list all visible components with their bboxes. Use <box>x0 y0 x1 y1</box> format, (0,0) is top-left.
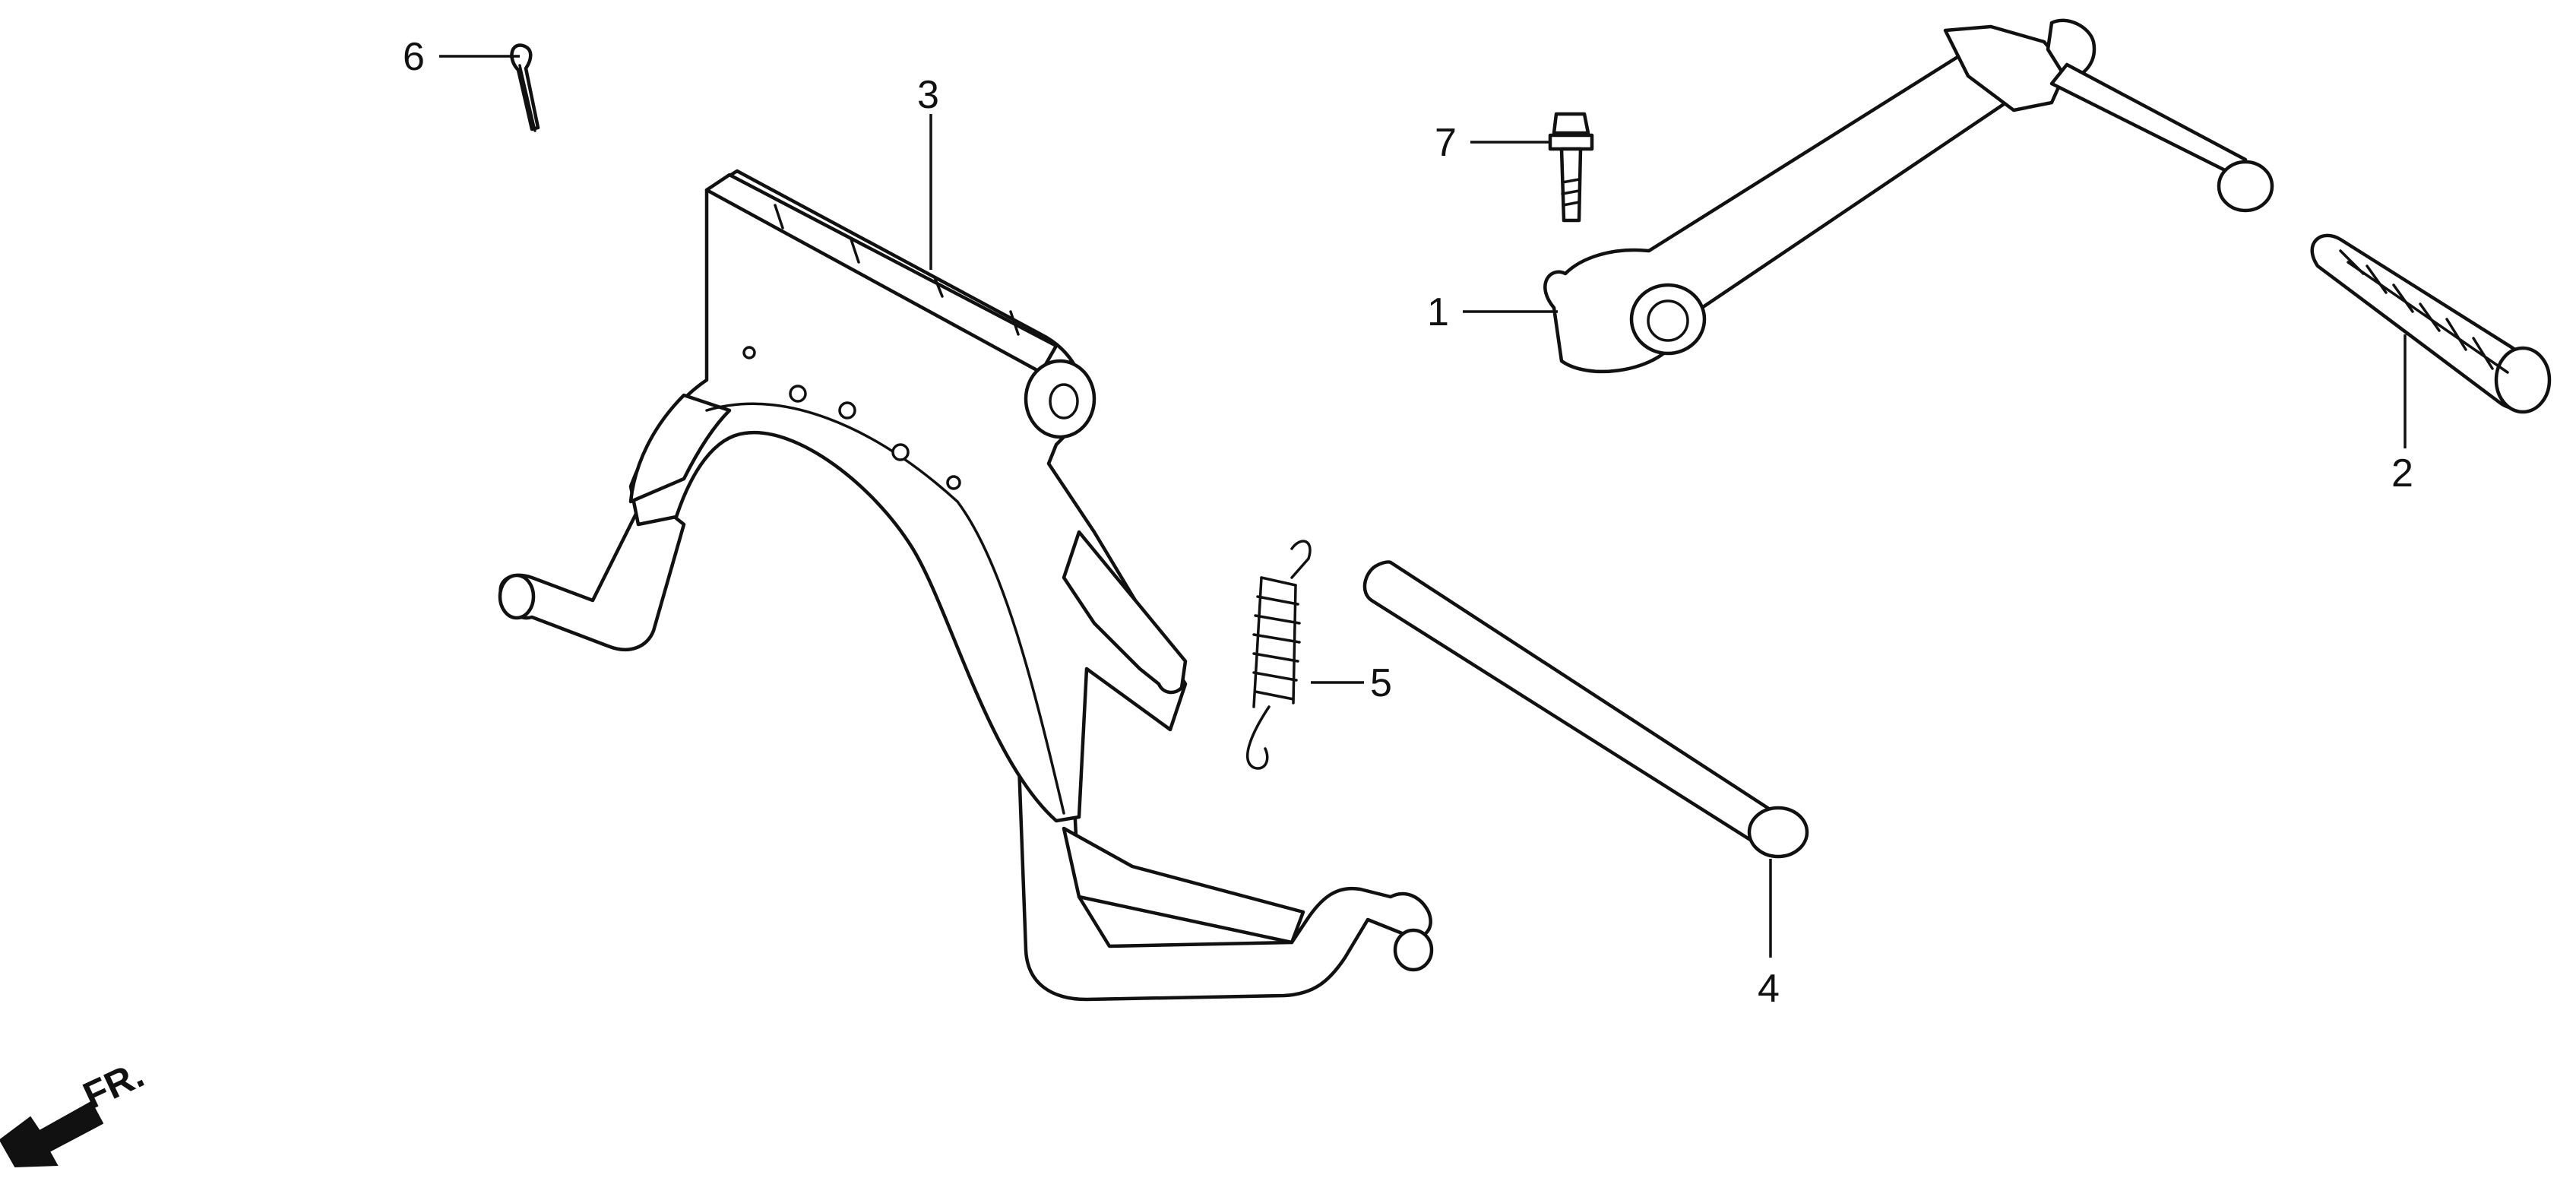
direction-indicator: FR. <box>0 1053 150 1168</box>
bolt-part <box>1548 112 1594 223</box>
callout-label-5: 5 <box>1370 661 1392 705</box>
kick-arm-part <box>1543 18 2274 374</box>
callout-6: 6 <box>403 35 520 79</box>
callout-4: 4 <box>1758 859 1780 1011</box>
callout-1: 1 <box>1427 290 1558 334</box>
spring-part <box>1246 540 1312 770</box>
main-stand-part <box>498 169 1434 1002</box>
callout-label-7: 7 <box>1435 121 1457 165</box>
callout-label-1: 1 <box>1427 290 1449 334</box>
callout-label-4: 4 <box>1758 967 1780 1011</box>
callout-label-2: 2 <box>2391 451 2413 496</box>
callout-label-3: 3 <box>917 73 939 117</box>
callout-2: 2 <box>2391 334 2413 496</box>
rubber-grip-part <box>2310 233 2552 414</box>
shaft-part <box>1362 560 1809 859</box>
callout-7: 7 <box>1435 121 1550 165</box>
callout-3: 3 <box>917 73 939 270</box>
cotter-pin-part <box>510 43 540 132</box>
callout-label-6: 6 <box>403 35 425 79</box>
arrow-front-icon <box>0 1100 104 1168</box>
callout-5: 5 <box>1311 661 1392 705</box>
